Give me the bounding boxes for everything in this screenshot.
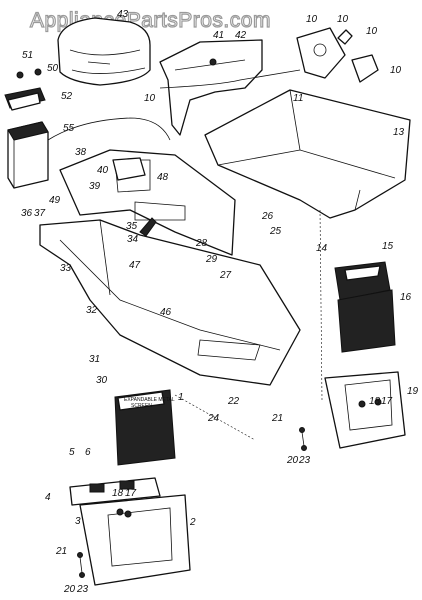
throttle-control-part[interactable] xyxy=(296,27,379,83)
headlight-plate-part[interactable] xyxy=(69,477,161,506)
part-label-52: 52 xyxy=(61,91,73,102)
part-label-18-right: 18 xyxy=(369,396,381,407)
part-label-17-right: 17 xyxy=(381,396,393,407)
lift-handle-part[interactable] xyxy=(139,217,157,237)
connector-line xyxy=(174,394,256,441)
part-label-11: 11 xyxy=(293,93,303,104)
part-label-38: 38 xyxy=(75,147,87,158)
seat-part[interactable] xyxy=(57,17,151,86)
part-label-27: 27 xyxy=(219,270,232,281)
part-label-33: 33 xyxy=(60,263,72,274)
part-label-46: 46 xyxy=(160,307,172,318)
part-label-14: 14 xyxy=(316,243,328,254)
part-label-2: 2 xyxy=(189,517,196,528)
part-label-18-left: 18 xyxy=(112,488,124,499)
part-label-23-left: 23 xyxy=(76,584,89,595)
part-label-50: 50 xyxy=(47,63,59,74)
hood-part[interactable] xyxy=(204,89,411,219)
part-label-3: 3 xyxy=(75,516,81,527)
part-label-23-right: 23 xyxy=(298,455,311,466)
rear-fender-part[interactable] xyxy=(59,149,236,256)
seat-bracket-part[interactable] xyxy=(112,157,146,181)
part-label-15: 15 xyxy=(382,241,394,252)
part-label-37: 37 xyxy=(34,208,46,219)
battery-cable xyxy=(47,117,171,141)
bolt-set-right xyxy=(299,427,307,451)
part-label-47: 47 xyxy=(129,260,141,271)
grille-screen-part[interactable] xyxy=(334,261,396,353)
part-label-26: 26 xyxy=(261,211,274,222)
part-label-25: 25 xyxy=(269,226,282,237)
part-label-19: 19 xyxy=(407,386,419,397)
decal-line-1: EXPANDABLE METAL xyxy=(124,397,175,403)
part-label-20-left: 20 xyxy=(63,584,76,595)
part-label-20-right: 20 xyxy=(286,455,299,466)
part-label-4: 4 xyxy=(45,492,51,503)
part-label-10-e: 10 xyxy=(144,93,156,104)
part-label-13: 13 xyxy=(393,127,405,138)
part-label-55: 55 xyxy=(63,123,75,134)
part-label-6: 6 xyxy=(85,447,91,458)
part-label-21-right: 21 xyxy=(271,413,283,424)
part-label-16: 16 xyxy=(400,292,412,303)
part-label-32: 32 xyxy=(86,305,98,316)
battery-hold-down-part[interactable] xyxy=(4,87,46,111)
part-label-10-a: 10 xyxy=(306,14,318,25)
part-label-28: 28 xyxy=(195,238,208,249)
grille-frame-part[interactable] xyxy=(324,371,406,449)
part-label-31: 31 xyxy=(89,354,100,365)
throttle-cable xyxy=(159,69,301,89)
part-labels: 43 42 41 10 10 10 10 10 11 51 52 50 55 4… xyxy=(21,9,419,595)
part-label-17-left: 17 xyxy=(125,488,137,499)
hood-support-line xyxy=(319,209,323,401)
chassis-frame-part[interactable] xyxy=(39,219,301,386)
part-label-1: 1 xyxy=(178,392,184,403)
dash-panel-part[interactable] xyxy=(159,39,263,136)
part-label-39: 39 xyxy=(89,181,101,192)
part-label-30: 30 xyxy=(96,375,108,386)
part-label-35: 35 xyxy=(126,221,138,232)
expandable-metal-screen-part[interactable]: EXPANDABLE METAL SCREEN xyxy=(114,389,176,466)
part-label-42: 42 xyxy=(235,30,247,41)
part-label-10-c: 10 xyxy=(366,26,378,37)
part-label-36: 36 xyxy=(21,208,33,219)
front-grille-frame-part[interactable] xyxy=(79,494,191,586)
part-label-22: 22 xyxy=(227,396,240,407)
part-label-51: 51 xyxy=(22,50,33,61)
part-label-34: 34 xyxy=(127,234,139,245)
part-label-10-b: 10 xyxy=(337,14,349,25)
bolt-set-left xyxy=(77,552,85,578)
part-label-49: 49 xyxy=(49,195,61,206)
part-label-5: 5 xyxy=(69,447,75,458)
part-label-29: 29 xyxy=(205,254,218,265)
part-label-43: 43 xyxy=(117,9,129,20)
part-label-48: 48 xyxy=(157,172,169,183)
terminal-bolts xyxy=(16,68,42,79)
part-label-40: 40 xyxy=(97,165,109,176)
part-label-21-left: 21 xyxy=(55,546,67,557)
part-label-24: 24 xyxy=(207,413,220,424)
battery-part[interactable] xyxy=(7,121,49,189)
decal-line-2: SCREEN xyxy=(131,403,152,409)
part-label-41: 41 xyxy=(213,30,224,41)
part-label-10-d: 10 xyxy=(390,65,402,76)
